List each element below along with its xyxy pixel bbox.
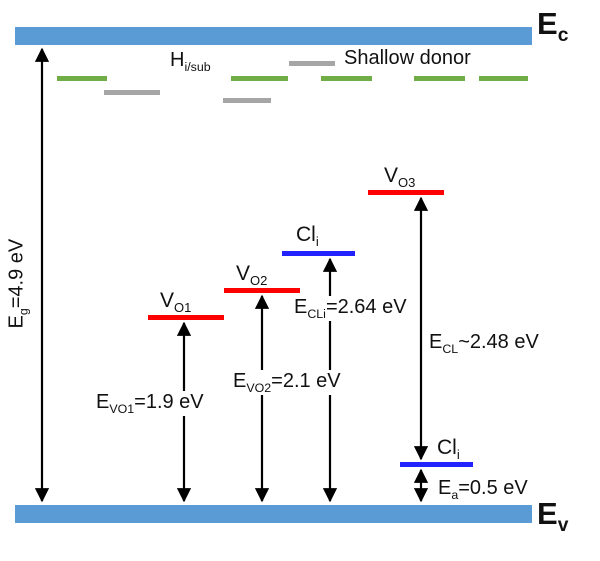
evo1-label-pre: E	[96, 391, 110, 413]
bandgap-energy-label: Eg=4.9 eV	[5, 217, 30, 351]
cli-mid-label-main: Cl	[296, 223, 316, 246]
ea-energy-label: Ea=0.5 eV	[436, 477, 530, 503]
ecl-label-sub: CL	[442, 342, 459, 356]
evo1-label-sub: VO1	[109, 402, 135, 416]
vo1-label-main: V	[160, 289, 175, 312]
ecl-label-post: ~2.48 eV	[458, 331, 539, 353]
green-donor-level-bar-4	[414, 76, 465, 81]
shallow-donor-label: Shallow donor	[344, 47, 471, 69]
ecli-energy-label: ECLi=2.64 eV	[292, 296, 409, 322]
eg-label-post: =4.9 eV	[5, 238, 28, 309]
ea-label-pre: E	[438, 477, 452, 499]
ecli-label-pre: E	[294, 296, 308, 318]
vo2-label-main: V	[236, 262, 251, 285]
evo1-energy-label: EVO1=1.9 eV	[94, 391, 206, 417]
green-donor-level-bar-5	[479, 76, 528, 81]
valence-band-bar	[15, 505, 532, 523]
gray-donor-level-bar-1	[104, 90, 160, 95]
valence-band-label: Ev	[537, 498, 568, 535]
ecl-energy-label: ECL~2.48 eV	[427, 331, 541, 357]
eg-label-sub: g	[16, 308, 31, 316]
evo2-label-sub: VO2	[246, 381, 272, 395]
h-isub-label-sub: i/sub	[184, 60, 211, 74]
valence-band-label-main: E	[537, 496, 558, 531]
ecli-label-sub: CLi	[307, 307, 326, 321]
ea-label-post: =0.5 eV	[458, 477, 528, 499]
ecl-label-pre: E	[429, 331, 443, 353]
h-isub-label-main: H	[170, 49, 185, 71]
vo1-label-sub: O1	[174, 300, 192, 316]
cli-mid-level-label: Cli	[296, 224, 319, 248]
conduction-band-bar	[15, 27, 532, 45]
vo2-level-label: VO2	[236, 263, 267, 287]
conduction-band-label-sub: c	[557, 25, 569, 47]
green-donor-level-bar-1	[57, 76, 107, 81]
vo3-label-main: V	[384, 164, 399, 187]
cli-low-level-label: Cli	[437, 437, 460, 461]
vo2-level-bar	[224, 288, 300, 293]
shallow-donor-legend-bar	[289, 61, 335, 66]
cli-mid-level-bar	[282, 251, 355, 256]
evo2-energy-label: EVO2=2.1 eV	[231, 370, 343, 396]
green-donor-level-bar-3	[321, 76, 372, 81]
cli-low-label-sub: i	[456, 447, 460, 463]
gray-donor-level-bar-2	[223, 98, 271, 103]
green-donor-level-bar-2	[231, 76, 288, 81]
evo1-label-post: =1.9 eV	[134, 391, 204, 413]
cli-low-level-bar	[400, 462, 473, 467]
valence-band-label-sub: v	[557, 515, 569, 537]
vo3-label-sub: O3	[398, 175, 416, 191]
conduction-band-label-main: E	[537, 6, 558, 41]
conduction-band-label: Ec	[537, 8, 568, 45]
vo1-level-bar	[148, 315, 224, 320]
cli-low-label-main: Cl	[437, 436, 457, 459]
ea-label-sub: a	[451, 488, 459, 502]
evo2-label-post: =2.1 eV	[271, 370, 341, 392]
vo1-level-label: VO1	[160, 290, 191, 314]
vo2-label-sub: O2	[250, 273, 268, 289]
evo2-label-pre: E	[233, 370, 247, 392]
ecli-label-post: =2.64 eV	[325, 296, 407, 318]
h-isub-label: Hi/sub	[170, 50, 211, 73]
cli-mid-label-sub: i	[315, 234, 319, 250]
vo3-level-bar	[368, 190, 444, 195]
eg-label-pre: E	[5, 315, 28, 329]
vo3-level-label: VO3	[384, 165, 415, 189]
